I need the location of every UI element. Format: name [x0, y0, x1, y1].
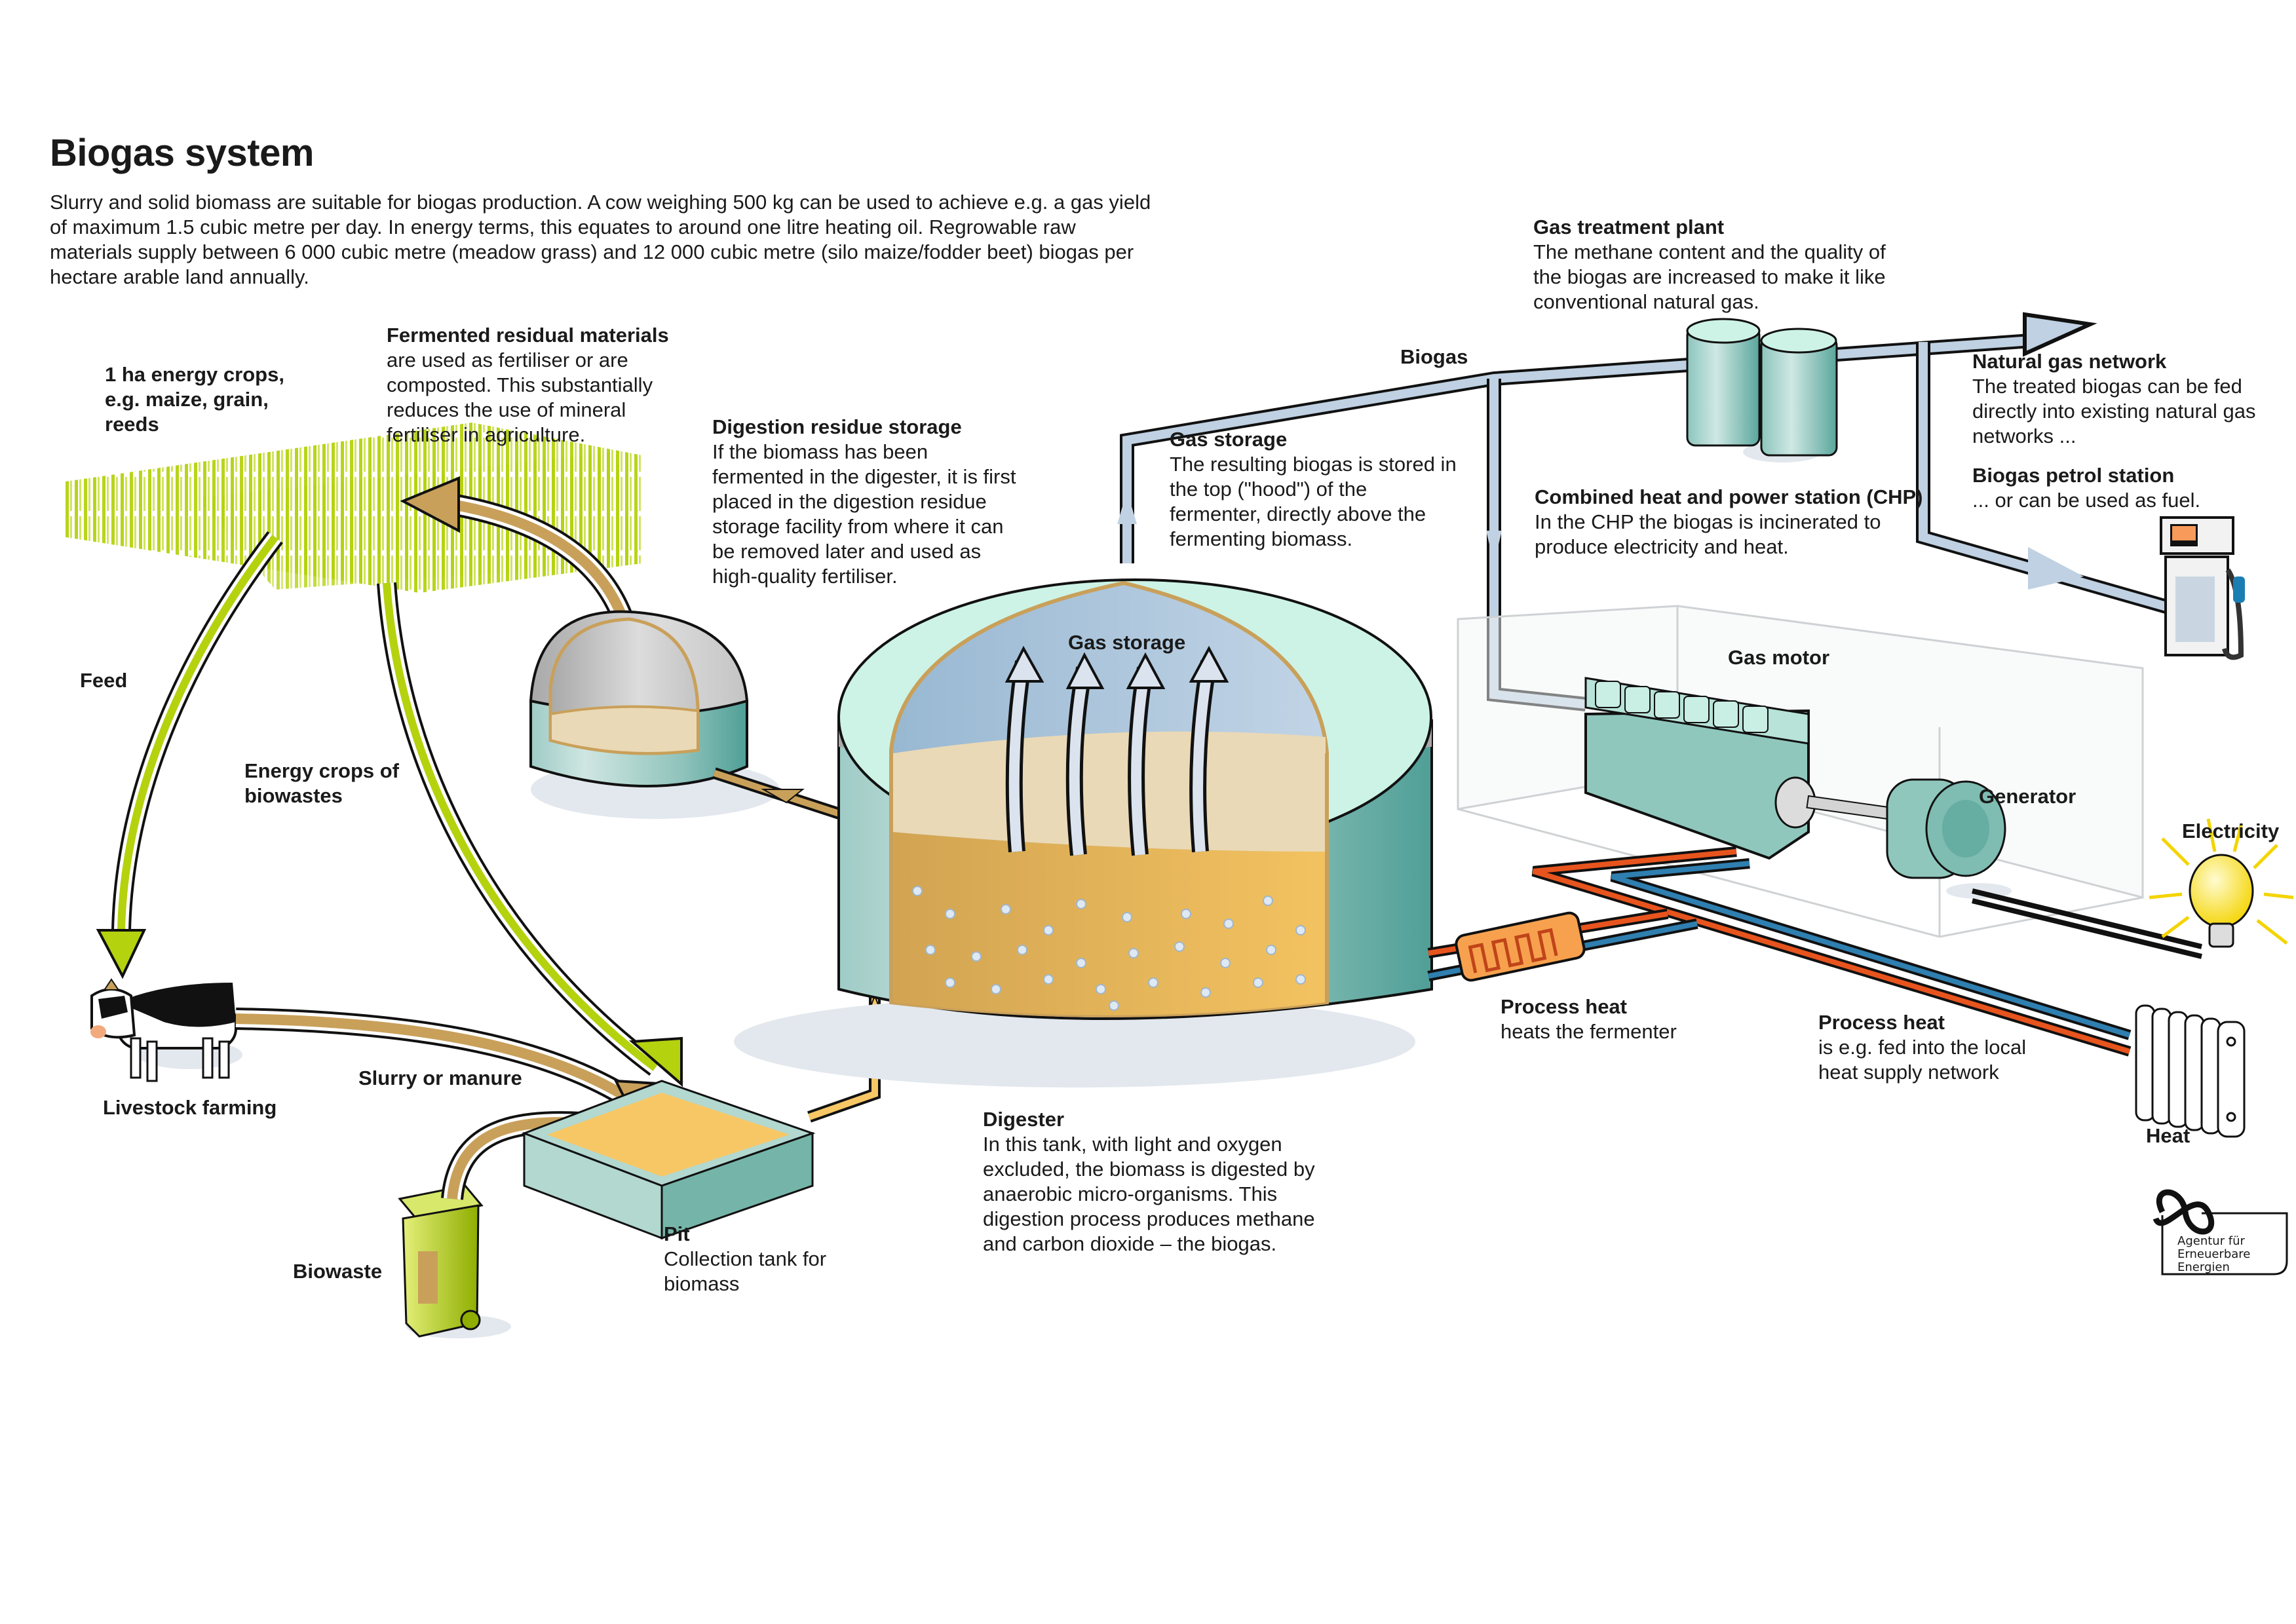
- natural-gas-arrow-head: [2023, 312, 2097, 357]
- light-bulb: [2149, 818, 2294, 948]
- electricity-label: Electricity: [2182, 820, 2280, 842]
- gas-storage-heading: Gas storage: [1170, 428, 1288, 451]
- digester-body: In this tank, with light and oxygen excl…: [983, 1133, 1315, 1255]
- residue-storage-heading: Digestion residue storage: [712, 415, 962, 438]
- process-heat-fermenter-body: heats the fermenter: [1501, 1020, 1677, 1043]
- process-heat-fermenter-block: Process heat heats the fermenter: [1501, 994, 1710, 1044]
- agency-logo: [2152, 1189, 2288, 1275]
- cow-illustration: [90, 978, 242, 1082]
- gas-treatment-block: Gas treatment plant The methane content …: [1533, 215, 1900, 314]
- gas-storage-inner-label: Gas storage: [1068, 631, 1186, 654]
- energy-crops-arrow: [377, 582, 683, 1087]
- energy-crop-field: [66, 423, 642, 593]
- page-title: Biogas system: [50, 132, 314, 174]
- process-heat-fermenter-heading: Process heat: [1501, 995, 1627, 1018]
- petrol-station-block: Biogas petrol station ... or can be used…: [1972, 463, 2293, 513]
- energy-crops-biowastes-label: Energy crops of biowastes: [244, 759, 399, 807]
- residue-transfer-pipe: [712, 767, 847, 821]
- livestock-label: Livestock farming: [103, 1096, 277, 1119]
- radiator: [2135, 1004, 2246, 1138]
- heat-exchanger: [1455, 911, 1586, 982]
- heat-label: Heat: [2146, 1124, 2191, 1147]
- process-heat-network-heading: Process heat: [1818, 1011, 1945, 1034]
- energy-crops-field-label: 1 ha energy crops, e.g. maize, grain, re…: [105, 363, 284, 436]
- generator: [1806, 778, 2012, 899]
- pit-block: Pit Collection tank for biomass: [664, 1222, 860, 1296]
- gas-motor: [1584, 677, 1816, 860]
- pit-collection-tank: [521, 1080, 816, 1240]
- biowaste-label: Biowaste: [293, 1260, 383, 1283]
- chp-heading: Combined heat and power station (CHP): [1535, 485, 1923, 508]
- generator-label: Generator: [1979, 785, 2076, 808]
- process-heat-network-body: is e.g. fed into the local heat supply n…: [1818, 1036, 2027, 1084]
- chp-body: In the CHP the biogas is incinerated to …: [1535, 510, 1881, 558]
- gas-treatment-heading: Gas treatment plant: [1533, 216, 1725, 238]
- residue-storage-body: If the biomass has been fermented in the…: [712, 440, 1016, 588]
- pit-body: Collection tank for biomass: [664, 1247, 827, 1295]
- feed-arrow: [96, 531, 283, 979]
- residue-storage-tank: [529, 610, 780, 819]
- logo-line-1: Agentur für: [2177, 1234, 2245, 1248]
- biogas-down-arrow: [1486, 531, 1502, 563]
- petrol-pump: [2160, 516, 2245, 660]
- intro-paragraph: Slurry and solid biomass are suitable fo…: [50, 191, 1151, 288]
- petrol-station-heading: Biogas petrol station: [1972, 464, 2175, 487]
- gas-bubbles: [912, 886, 1306, 1011]
- logo-line-2: Erneuerbare: [2177, 1247, 2251, 1261]
- biogas-up-arrow: [1117, 491, 1137, 524]
- biowaste-bin: [398, 1184, 511, 1338]
- gas-treatment-body: The methane content and the quality of t…: [1533, 240, 1886, 313]
- petrol-station-body: ... or can be used as fuel.: [1972, 489, 2201, 512]
- petrol-arrow-head: [2028, 547, 2084, 590]
- digester-tank: [734, 578, 1433, 1087]
- feed-label: Feed: [80, 669, 128, 692]
- slurry-label: Slurry or manure: [358, 1067, 522, 1089]
- logo-text: Agentur für Erneuerbare Energien: [2177, 1235, 2250, 1274]
- logo-line-3: Energien: [2177, 1260, 2230, 1274]
- biogas-pipe-label: Biogas: [1400, 345, 1468, 368]
- pit-heading: Pit: [664, 1222, 690, 1245]
- gas-treatment-cylinders: [1686, 318, 1838, 463]
- residue-storage-block: Digestion residue storage If the biomass…: [712, 415, 1020, 589]
- fermented-residual-heading: Fermented residual materials: [387, 324, 669, 347]
- digester-heading: Digester: [983, 1108, 1065, 1131]
- fermented-residual-block: Fermented residual materials are used as…: [387, 323, 701, 447]
- gas-storage-body: The resulting biogas is stored in the to…: [1170, 453, 1457, 550]
- fermented-residual-body: are used as fertiliser or are composted.…: [387, 349, 653, 446]
- natural-gas-block: Natural gas network The treated biogas c…: [1972, 349, 2293, 449]
- natural-gas-heading: Natural gas network: [1972, 350, 2167, 373]
- natural-gas-body: The treated biogas can be fed directly i…: [1972, 375, 2256, 447]
- digester-block: Digester In this tank, with light and ox…: [983, 1107, 1350, 1256]
- chp-block: Combined heat and power station (CHP) In…: [1535, 485, 1928, 559]
- gas-motor-label: Gas motor: [1728, 646, 1830, 669]
- gas-storage-block: Gas storage The resulting biogas is stor…: [1170, 427, 1458, 552]
- gas-rising-arrows: [1004, 645, 1229, 856]
- process-heat-network-block: Process heat is e.g. fed into the local …: [1818, 1010, 2041, 1085]
